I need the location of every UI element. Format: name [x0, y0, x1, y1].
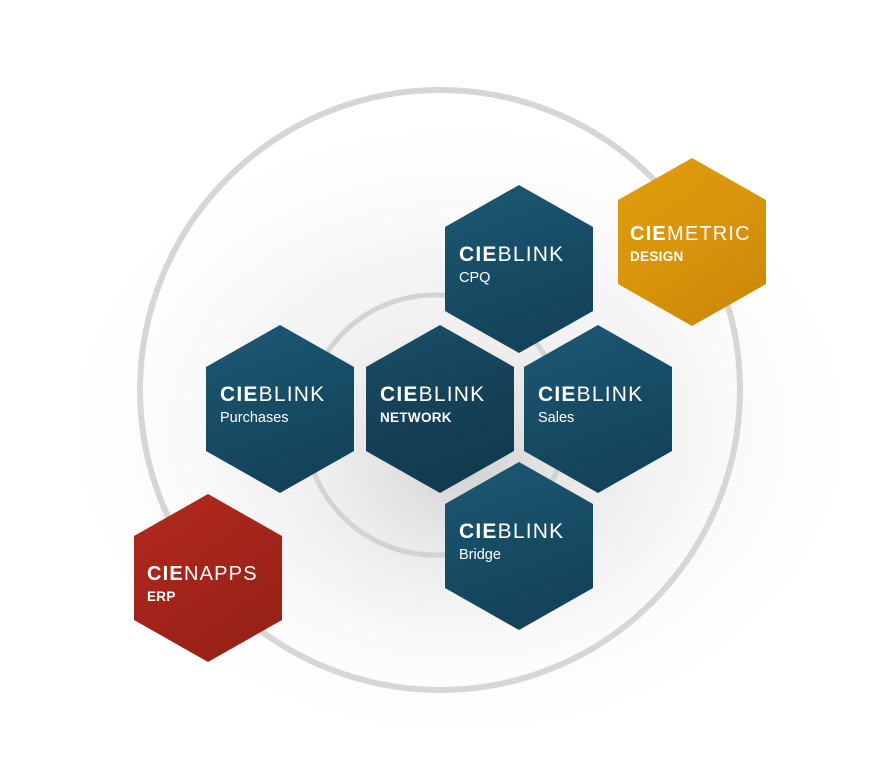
module-subtitle: Bridge — [459, 547, 501, 563]
module-subtitle: CPQ — [459, 270, 491, 286]
brand-name: CIEBLINK — [538, 383, 672, 407]
brand-suffix: BLINK — [576, 383, 644, 406]
brand-name: CIEBLINK — [459, 520, 593, 544]
brand-prefix: CIE — [147, 563, 184, 585]
module-subtitle: Sales — [538, 410, 575, 426]
brand-suffix: BLINK — [497, 243, 565, 266]
brand-prefix: CIE — [220, 383, 259, 406]
brand-suffix: BLINK — [258, 383, 326, 406]
module-subtitle: ERP — [147, 589, 176, 604]
brand-name: CIEBLINK — [380, 383, 514, 407]
hex-design-label: CIEMETRIC DESIGN — [630, 222, 766, 267]
brand-suffix: BLINK — [418, 383, 486, 406]
hex-cpq-label: CIEBLINK CPQ — [459, 243, 593, 288]
outer-ring — [137, 87, 743, 693]
module-subtitle: NETWORK — [380, 410, 452, 425]
brand-name: CIEBLINK — [459, 243, 593, 267]
module-subtitle: Purchases — [220, 410, 289, 426]
brand-name: CIEBLINK — [220, 383, 354, 407]
brand-prefix: CIE — [459, 520, 498, 543]
brand-prefix: CIE — [538, 383, 577, 406]
brand-suffix: NAPPS — [183, 563, 258, 585]
brand-prefix: CIE — [380, 383, 419, 406]
brand-suffix: BLINK — [497, 520, 565, 543]
hex-cieblink-sales[interactable]: CIEBLINK Sales — [524, 325, 672, 493]
hex-bridge-label: CIEBLINK Bridge — [459, 520, 593, 565]
brand-name: CIEMETRIC — [630, 222, 766, 246]
hex-network-label: CIEBLINK NETWORK — [380, 383, 514, 428]
brand-prefix: CIE — [630, 223, 667, 245]
brand-name: CIENAPPS — [147, 562, 282, 586]
hex-erp-label: CIENAPPS ERP — [147, 562, 282, 607]
brand-prefix: CIE — [459, 243, 498, 266]
hex-sales-label: CIEBLINK Sales — [538, 383, 672, 428]
hex-purchases-label: CIEBLINK Purchases — [220, 383, 354, 428]
module-subtitle: DESIGN — [630, 249, 684, 264]
brand-suffix: METRIC — [666, 223, 751, 245]
hex-ciemetric-design[interactable]: CIEMETRIC DESIGN — [618, 158, 766, 326]
